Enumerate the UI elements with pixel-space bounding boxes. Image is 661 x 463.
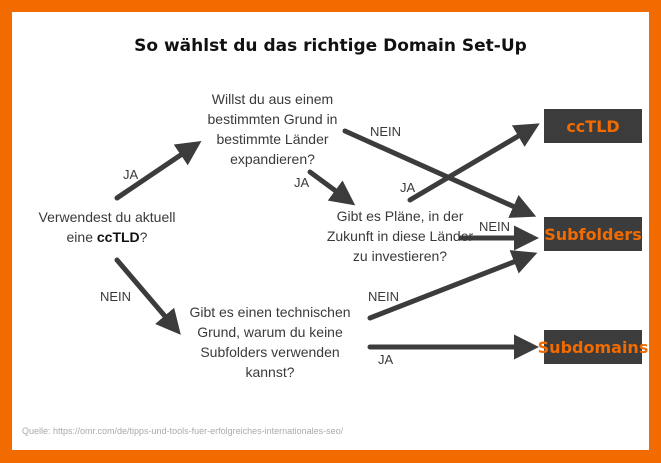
- outcome-subfolders: Subfolders: [544, 217, 642, 251]
- label-ja-q2: JA: [294, 175, 310, 190]
- label-ja-q1: JA: [123, 167, 139, 182]
- label-ja-q3: JA: [400, 180, 416, 195]
- arrow-q4-nein-subfolders: [367, 250, 538, 321]
- diagram-title: So wählst du das richtige Domain Set-Up: [134, 36, 527, 56]
- outcome-subdomains: Subdomains: [538, 330, 648, 364]
- outcome-cctld: ccTLD: [544, 109, 642, 143]
- source-note: Quelle: https://omr.com/de/tipps-und-too…: [22, 426, 344, 436]
- label-ja-q4: JA: [378, 352, 394, 367]
- label-nein-q4: NEIN: [368, 289, 400, 304]
- label-nein-q3: NEIN: [479, 219, 511, 234]
- question-current-cctld: Verwendest du aktuell eine ccTLD?: [32, 207, 182, 247]
- question-current-cctld-text: Verwendest du aktuell eine: [38, 209, 176, 245]
- question-expand-countries: Willst du aus einem bestimmten Grund in …: [207, 91, 338, 167]
- question-future-invest: Gibt es Pläne, in der Zukunft in diese L…: [326, 208, 474, 264]
- arrow-q1-nein-q4: [114, 257, 181, 335]
- arrow-q2-ja-q3: [307, 169, 356, 206]
- label-nein-q1: NEIN: [100, 289, 132, 304]
- arrow-q2-nein-subfolders: [342, 128, 537, 218]
- arrow-q1-ja-q2: [114, 140, 202, 201]
- label-nein-q2: NEIN: [370, 124, 402, 139]
- question-current-cctld-bold: ccTLD: [96, 229, 140, 245]
- question-technical-reason: Gibt es einen technischen Grund, warum d…: [189, 304, 351, 380]
- arrow-q3-ja-cctld: [407, 123, 540, 203]
- question-current-cctld-end: ?: [139, 229, 148, 245]
